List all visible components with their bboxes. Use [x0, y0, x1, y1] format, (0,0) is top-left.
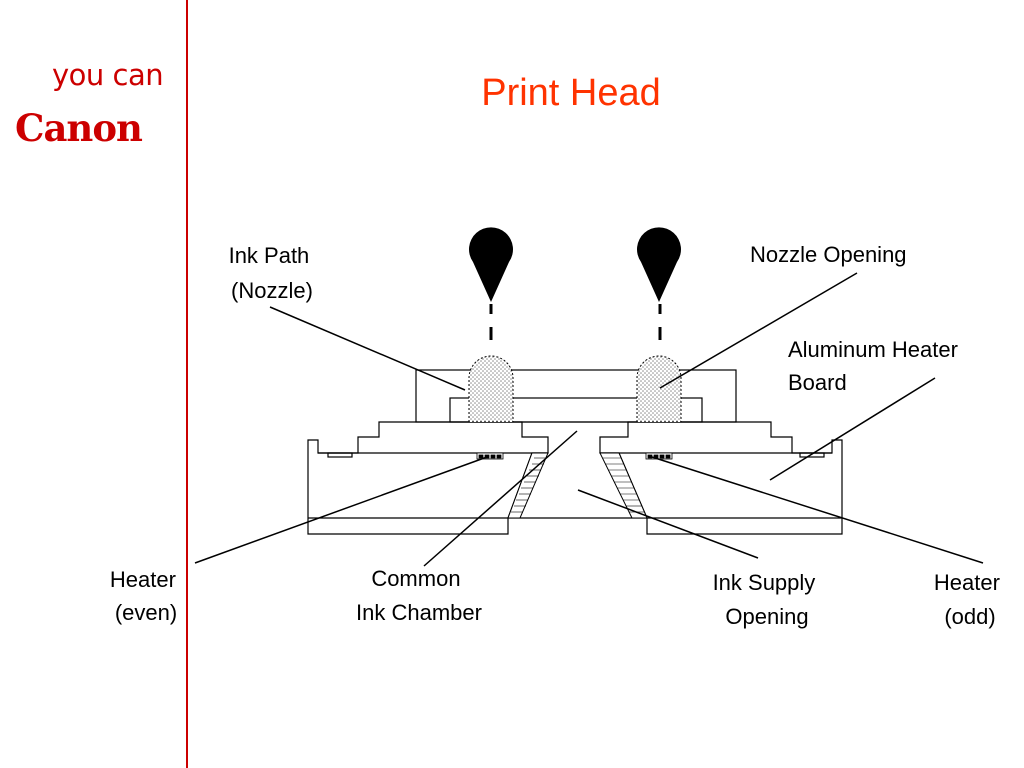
supply-taper-left — [507, 452, 549, 519]
leader-aluminum-board — [769, 377, 936, 481]
supply-taper-right — [599, 452, 648, 519]
leader-heater-odd — [651, 456, 984, 564]
label-ink-path: Ink Path (Nozzle) — [229, 243, 316, 303]
nozzle-ink-path-right — [636, 355, 682, 423]
pad-right — [799, 452, 825, 458]
label-heater-odd: Heater (odd) — [934, 570, 1006, 629]
leader-heater-even — [194, 456, 488, 564]
vertical-divider — [186, 0, 188, 768]
heater-even-element — [476, 452, 504, 460]
nozzle-ink-path-left — [468, 355, 514, 423]
orifice-plate — [415, 369, 737, 423]
ink-droplet-right — [637, 227, 681, 302]
leader-nozzle-opening — [659, 272, 858, 389]
label-common-chamber: Common Ink Chamber — [356, 566, 482, 625]
label-aluminum-board: Aluminum Heater Board — [788, 337, 964, 395]
label-nozzle-opening: Nozzle Opening — [750, 242, 907, 267]
heater-odd-element — [645, 452, 673, 460]
tagline: you can — [52, 58, 164, 92]
nozzle-plate — [449, 397, 703, 423]
leader-ink-supply — [577, 489, 759, 559]
pad-left — [327, 452, 353, 458]
ink-droplet-left — [468, 227, 513, 302]
label-heater-even: Heater (even) — [110, 567, 182, 625]
label-ink-supply: Ink Supply Opening — [713, 570, 822, 629]
canon-logo: Canon — [15, 106, 143, 150]
leader-common-chamber — [423, 430, 578, 567]
leader-ink-path — [269, 306, 466, 391]
slide-title: Print Head — [481, 72, 661, 114]
